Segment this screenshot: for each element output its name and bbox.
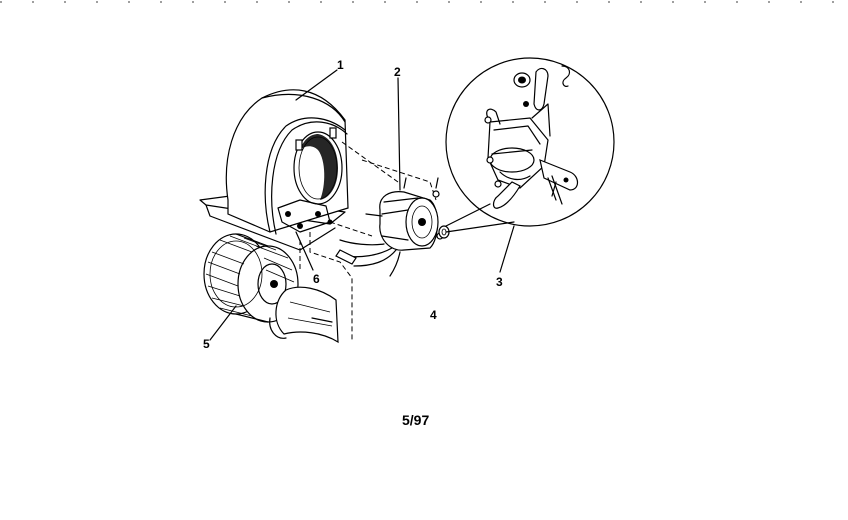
blower-motor (335, 177, 444, 277)
detail-inset-circle (445, 57, 615, 233)
blower-housing (199, 89, 349, 251)
callout-5: 5 (203, 337, 210, 351)
motor-washer (438, 225, 450, 239)
callout-2: 2 (394, 65, 401, 79)
callout-3: 3 (496, 275, 503, 289)
callout-6: 6 (313, 272, 320, 286)
footer-code: 5/97 (402, 412, 429, 428)
cutoff-plate (269, 286, 339, 344)
leader-lines (209, 69, 515, 341)
callout-1: 1 (337, 58, 344, 72)
callout-4: 4 (430, 308, 437, 322)
